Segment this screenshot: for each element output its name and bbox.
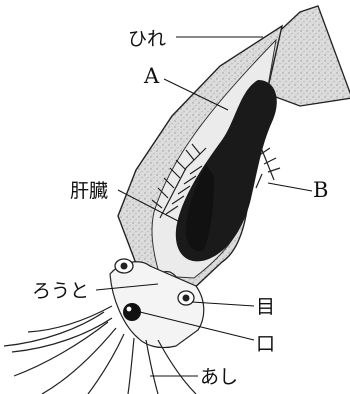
label-routo: ろうと [32, 276, 89, 303]
mouth [123, 303, 141, 321]
label-ashi: あし [200, 362, 238, 389]
label-kanzo: 肝臓 [70, 176, 108, 203]
label-kuchi: 口 [256, 329, 275, 356]
label-a: A [144, 64, 159, 88]
label-me: 目 [256, 292, 275, 319]
label-b: B [313, 178, 328, 202]
label-hire: ひれ [128, 24, 166, 51]
